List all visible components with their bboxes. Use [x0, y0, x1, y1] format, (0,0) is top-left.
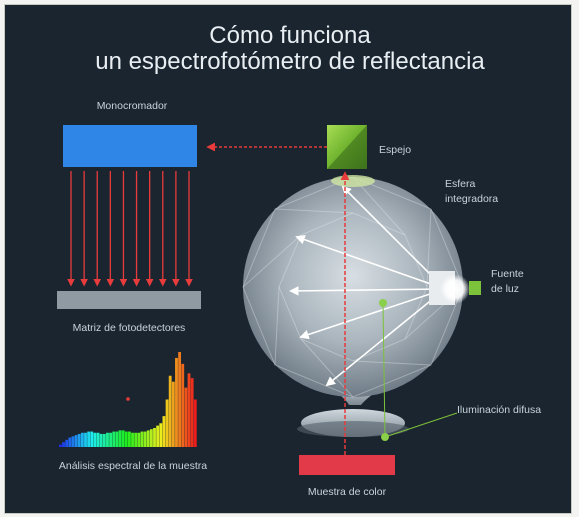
- title-line-2: un espectrofotómetro de reflectancia: [95, 48, 485, 75]
- spectral-analysis-label: Análisis espectral de la muestra: [59, 460, 207, 472]
- spectrum-bar: [65, 439, 69, 447]
- spectrum-bar: [68, 437, 72, 447]
- spectrum-bar: [128, 431, 131, 447]
- spectrum-bar: [121, 430, 125, 447]
- spectrum-bar: [149, 429, 153, 447]
- sphere-label-1: Esfera: [445, 178, 476, 190]
- spectrum-bar: [71, 436, 75, 447]
- spectrum-bar: [102, 433, 106, 447]
- monochromator-beams: [67, 171, 193, 287]
- spectrum-bar: [99, 433, 103, 447]
- spectrum-bar: [137, 432, 141, 447]
- sample-label: Muestra de color: [308, 486, 387, 498]
- stand-shadow: [297, 421, 409, 437]
- spectrum-bar: [106, 432, 109, 447]
- spectrum-bar: [112, 431, 116, 447]
- spectrum-bar: [143, 431, 147, 447]
- title-line-1: Cómo funciona: [209, 22, 371, 49]
- spectrum-bar: [190, 378, 194, 447]
- spectrum-bar: [187, 373, 191, 447]
- spectrum-bar: [175, 357, 178, 447]
- spectrum-bar: [90, 431, 94, 447]
- spectrum-bar: [84, 432, 87, 447]
- spectrum-bar: [159, 423, 163, 447]
- spectrum-bar: [134, 432, 138, 447]
- spectrum-bar: [165, 399, 169, 447]
- spectrum-bar: [184, 387, 188, 447]
- light-rays: [289, 185, 446, 387]
- diffuse-pointer-inner: [382, 302, 386, 438]
- spectrum-bar: [62, 442, 65, 447]
- spectrum-bar: [74, 435, 78, 447]
- spectrum-bar: [193, 399, 197, 447]
- spectrum-bar: [87, 431, 91, 447]
- spectrum-bar: [118, 430, 122, 447]
- sphere-port-top: [331, 175, 375, 187]
- spectrum-bar: [181, 363, 185, 447]
- spectrum-bar: [93, 432, 97, 447]
- spectrum-marker: [126, 397, 130, 401]
- spectrum-bar: [77, 433, 81, 447]
- photodetector-label: Matriz de fotodetectores: [73, 322, 186, 334]
- spectrum-bar: [146, 430, 150, 447]
- spectrum-bar: [124, 431, 128, 447]
- monochromator-block: [63, 125, 197, 167]
- light-connector: [469, 281, 481, 295]
- spectrum-bar: [171, 381, 175, 447]
- diffuse-pointer-outer: [384, 412, 458, 438]
- diffuse-dot-outer: [381, 433, 389, 441]
- mirror-face: [327, 125, 367, 169]
- sphere-label-2: integradora: [445, 193, 498, 205]
- spectrum-bar: [131, 432, 134, 447]
- monochromator-label: Monocromador: [97, 100, 168, 112]
- mirror-label: Espejo: [379, 144, 411, 156]
- diagram-frame: Cómo funciona un espectrofotómetro de re…: [4, 4, 572, 514]
- spectrum-bar: [140, 431, 144, 447]
- spectrum-bar: [96, 432, 100, 447]
- light-label-2: de luz: [491, 283, 519, 295]
- integrating-sphere: [243, 177, 463, 397]
- diffuse-label: Iluminación difusa: [457, 404, 541, 416]
- spectrum-bar: [156, 425, 160, 447]
- spectrum-bar: [109, 432, 113, 447]
- diffuse-dot-inner: [379, 299, 387, 307]
- spectrophotometer-diagram: Cómo funciona un espectrofotómetro de re…: [57, 22, 541, 498]
- spectrum-bar: [115, 431, 119, 447]
- light-source: [440, 274, 470, 304]
- light-label-1: Fuente: [491, 268, 524, 280]
- spectrum-bar: [80, 432, 84, 447]
- spectrum-graph: [59, 352, 197, 447]
- photodetector-array: [57, 291, 201, 309]
- spectrum-bar: [168, 375, 172, 447]
- color-sample: [299, 455, 395, 475]
- spectrum-bar: [162, 416, 166, 447]
- spectrum-bar: [178, 352, 182, 447]
- spectrum-bar: [153, 428, 156, 447]
- spectrum-bar: [59, 444, 62, 447]
